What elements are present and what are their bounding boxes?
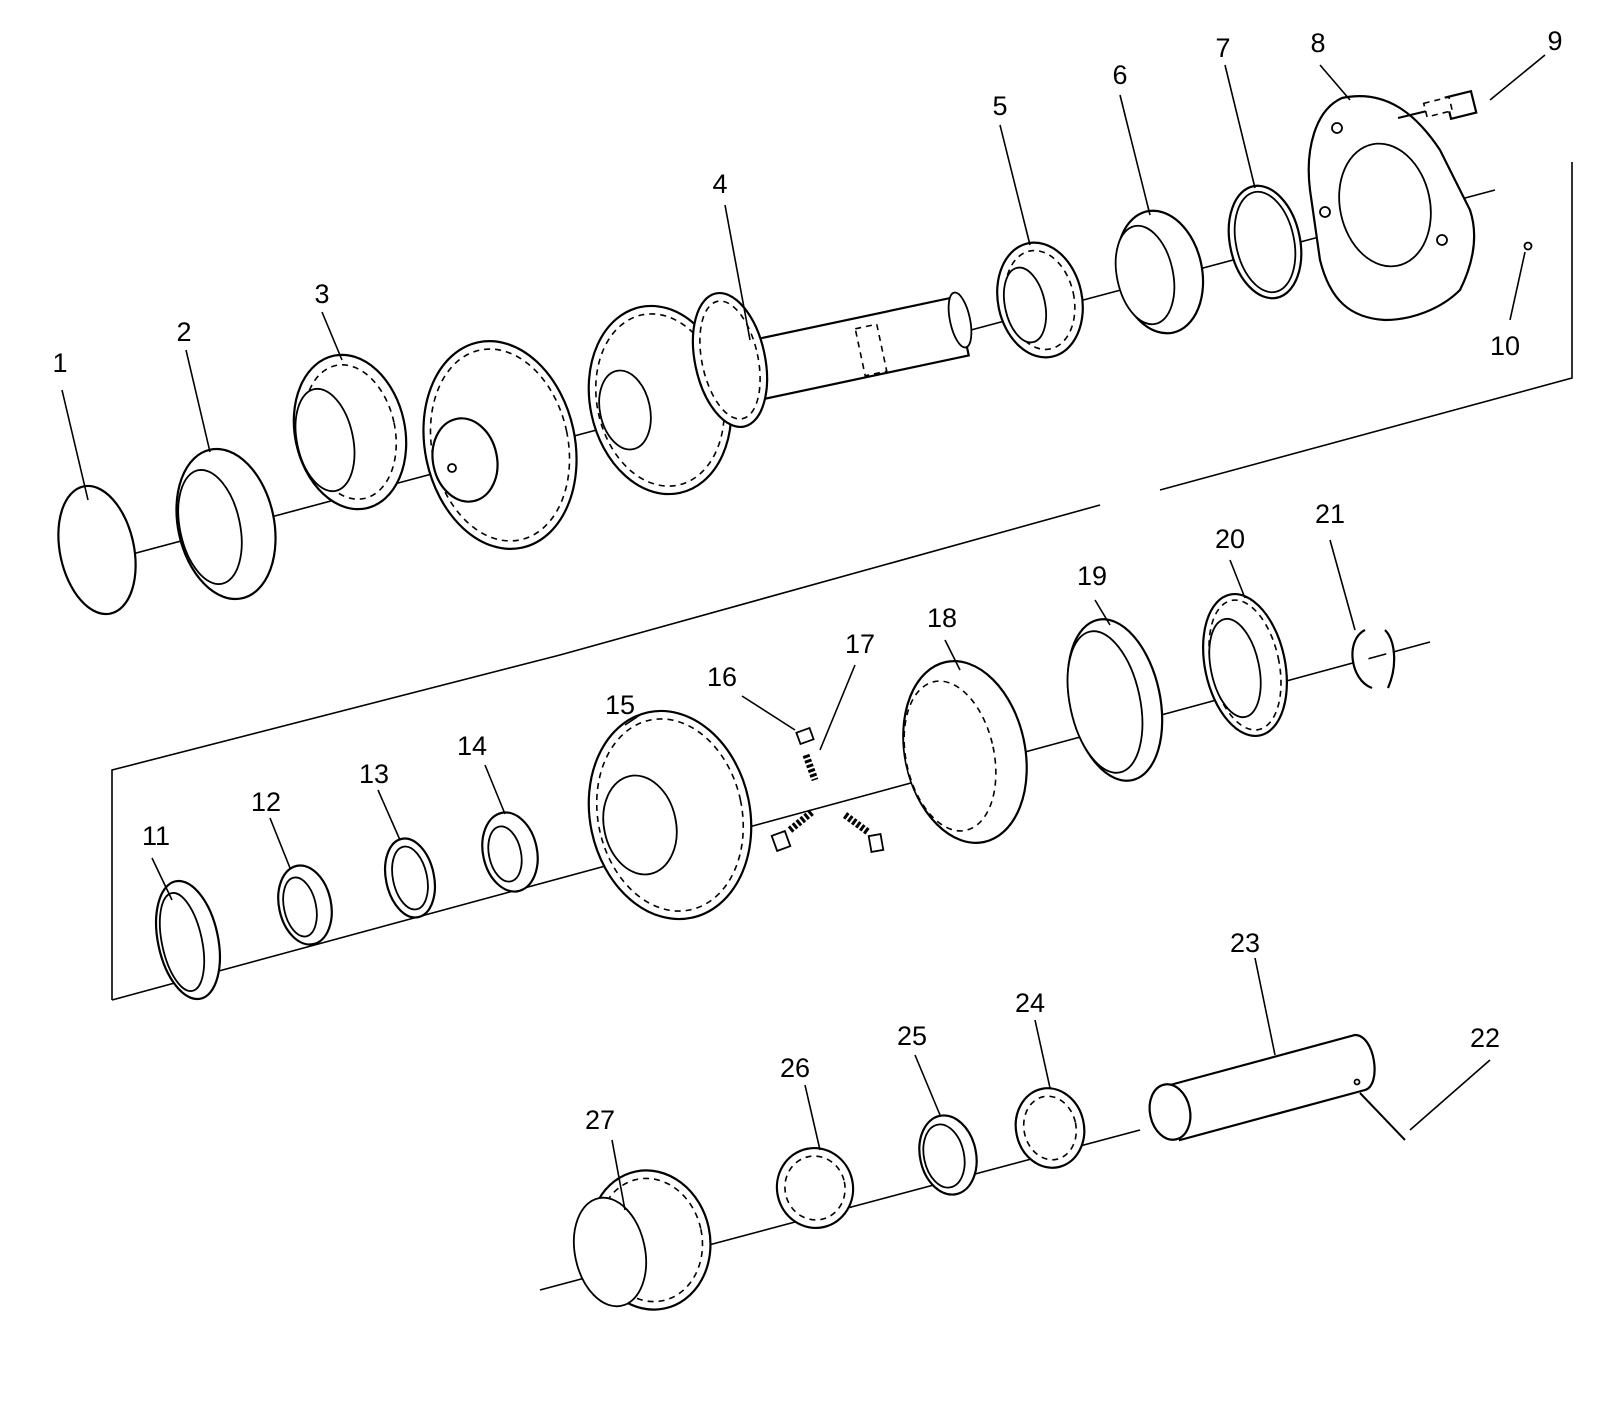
callout-23: 23 — [1230, 928, 1260, 958]
part-13-washer — [383, 837, 437, 919]
callout-12: 12 — [251, 787, 281, 817]
part-19-blocker-ring — [1066, 618, 1164, 782]
part-24-needle-bearing — [1014, 1087, 1086, 1169]
middle-assembly — [111, 162, 1573, 1001]
callout-17: 17 — [845, 629, 875, 659]
part-1-plug — [57, 484, 137, 616]
callout-18: 18 — [927, 603, 957, 633]
callout-15: 15 — [605, 690, 635, 720]
part-6-bearing-cup — [1114, 209, 1205, 335]
callout-9: 9 — [1547, 26, 1562, 56]
part-16-strut — [770, 726, 885, 853]
callout-14: 14 — [457, 731, 487, 761]
callout-20: 20 — [1215, 524, 1245, 554]
part-9-bolt — [1397, 89, 1478, 121]
part-15-gear — [587, 709, 753, 921]
callout-24: 24 — [1015, 988, 1045, 1018]
callout-22: 22 — [1470, 1023, 1500, 1053]
callout-19: 19 — [1077, 561, 1107, 591]
part-12-bearing — [277, 864, 333, 946]
callout-16: 16 — [707, 662, 737, 692]
part-11-thrust-washer — [155, 879, 221, 1001]
callout-21: 21 — [1315, 499, 1345, 529]
callout-3: 3 — [314, 279, 329, 309]
frame-left — [111, 504, 1101, 1000]
callout-10: 10 — [1490, 331, 1520, 361]
part-23-countershaft — [1148, 1033, 1376, 1142]
part-18-sync-sleeve — [902, 660, 1028, 844]
part-22-roll-pin — [1359, 1092, 1406, 1141]
callout-7: 7 — [1215, 33, 1230, 63]
part-5-roller-bearing — [996, 241, 1084, 359]
callout-2: 2 — [176, 317, 191, 347]
callout-27: 27 — [585, 1105, 615, 1135]
part-26-needle-bearing — [775, 1146, 855, 1230]
callout-11: 11 — [142, 821, 170, 851]
callout-13: 13 — [359, 759, 389, 789]
part-7-shim — [1227, 184, 1303, 300]
part-10-pin — [1523, 241, 1533, 251]
part-8-retainer-plate — [1307, 95, 1476, 322]
upper-shaft-assembly — [57, 89, 1533, 616]
part-21-snap-ring — [1351, 629, 1396, 690]
part-25-spacer — [918, 1114, 978, 1196]
middle-axis-line — [111, 641, 1431, 1001]
part-4-main-shaft — [422, 291, 973, 550]
callout-26: 26 — [780, 1053, 810, 1083]
part-2-bearing-cup — [175, 447, 277, 601]
callout-5: 5 — [992, 91, 1007, 121]
frame-upper-right — [1159, 162, 1573, 491]
part-3-roller-bearing — [292, 353, 408, 511]
callout-4: 4 — [712, 169, 727, 199]
callout-25: 25 — [897, 1021, 927, 1051]
callout-8: 8 — [1310, 28, 1325, 58]
lower-assembly — [539, 1033, 1406, 1311]
leader-lines — [61, 54, 1546, 1211]
part-27-gear — [573, 1169, 712, 1311]
callout-numbers: 1 2 3 4 5 6 7 8 9 10 11 12 13 14 15 16 1… — [52, 26, 1562, 1135]
part-20-gear-ring — [1202, 592, 1288, 738]
part-17-spring — [787, 753, 871, 835]
part-14-bearing — [481, 811, 539, 893]
callout-1: 1 — [52, 348, 67, 378]
callout-6: 6 — [1112, 60, 1127, 90]
